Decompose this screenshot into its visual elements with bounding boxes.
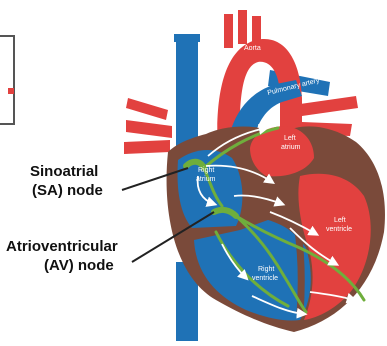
vena-cava-cap [174, 34, 200, 42]
left-ventricle-label-line1: Left [334, 217, 346, 224]
av-node-label-line1: Atrioventricular [6, 238, 118, 255]
right-ventricle-label-line2: ventricle [252, 275, 278, 282]
pulmonary-veins-left [124, 98, 172, 154]
sa-node-label-line1: Sinoatrial [30, 163, 98, 180]
right-ventricle-label-line1: Right [258, 266, 274, 273]
partial-box [0, 36, 14, 124]
left-ventricle-label-line2: ventricle [326, 226, 352, 233]
right-atrium-label-line2: atrium [196, 176, 216, 183]
av-node-label-line2: (AV) node [44, 257, 114, 274]
left-atrium-label-line2: atrium [281, 144, 301, 151]
sa-node-label-line2: (SA) node [32, 182, 103, 199]
aorta-label: Aorta [244, 45, 261, 52]
right-atrium-label-line1: Right [198, 167, 214, 174]
left-atrium-label-line1: Left [284, 135, 296, 142]
